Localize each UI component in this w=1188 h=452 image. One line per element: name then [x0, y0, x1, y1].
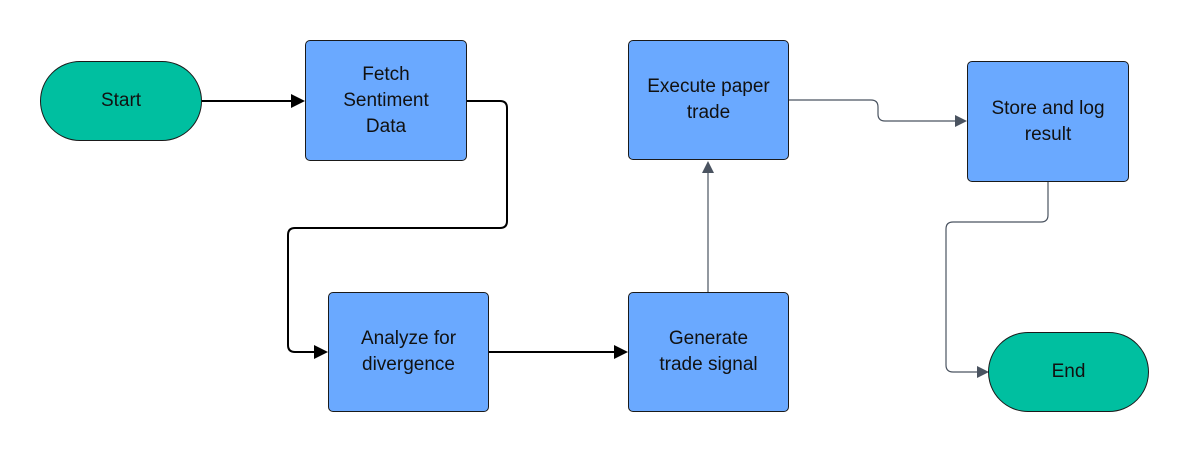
- node-end-label: End: [1051, 361, 1086, 382]
- node-fetch-sentiment-data-label: Fetch Sentiment Data: [343, 63, 429, 137]
- node-store-and-log-result-label: Store and log result: [991, 97, 1105, 145]
- node-execute-paper-trade-label: Execute paper trade: [647, 76, 770, 123]
- node-execute-paper-trade[interactable]: Execute paper trade: [628, 40, 789, 160]
- node-generate-trade-signal[interactable]: Generate trade signal: [628, 292, 789, 412]
- node-generate-trade-signal-label: Generate trade signal: [659, 328, 758, 375]
- node-fetch-sentiment-data[interactable]: Fetch Sentiment Data: [305, 40, 467, 161]
- edge-store-to-end: [945, 182, 1049, 378]
- node-end[interactable]: End: [988, 332, 1149, 412]
- node-store-and-log-result[interactable]: Store and log result: [967, 61, 1129, 182]
- node-start[interactable]: Start: [40, 61, 202, 141]
- edge-fetch-to-analyze: [287, 100, 508, 359]
- node-start-label: Start: [100, 90, 142, 111]
- node-analyze-for-divergence[interactable]: Analyze for divergence: [328, 292, 489, 412]
- edge-execute-to-store: [789, 99, 967, 127]
- node-analyze-for-divergence-label: Analyze for divergence: [360, 328, 457, 375]
